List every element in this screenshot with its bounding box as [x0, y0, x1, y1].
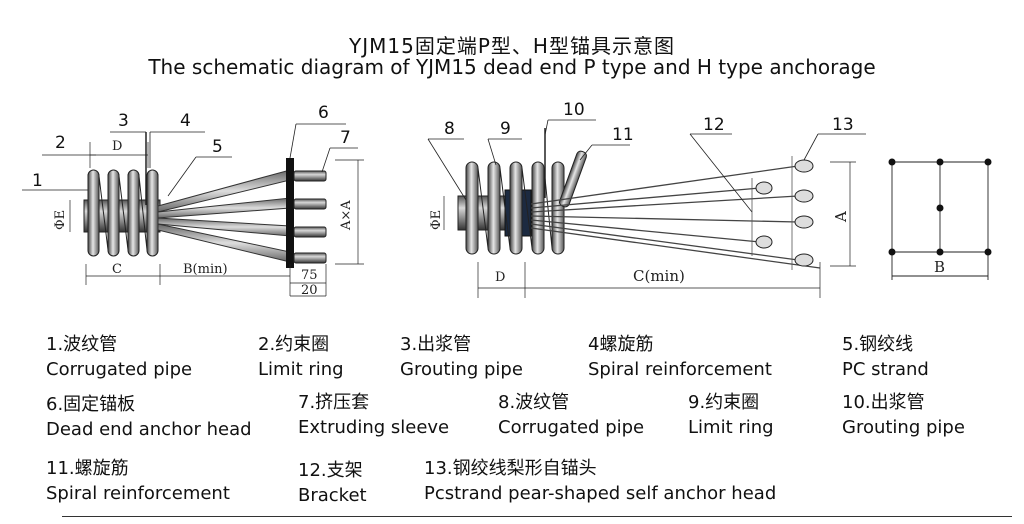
legend-item-7: 7.挤压套 Extruding sleeve: [298, 392, 450, 438]
dim-75: 75: [301, 268, 318, 283]
extruding-sleeves: [293, 170, 327, 264]
dim-20: 20: [301, 283, 318, 298]
title-chinese: YJM15固定端P型、H型锚具示意图: [349, 34, 675, 58]
legend-item-9: 9.约束圈 Limit ring: [688, 392, 774, 438]
callout-1: 1: [32, 171, 43, 191]
dim-b-right: B: [934, 258, 945, 276]
callout-2: 2: [55, 133, 66, 153]
dim-d-right: D: [495, 270, 505, 285]
legend-item-1: 1.波纹管 Corrugated pipe: [46, 334, 193, 380]
dim-phi-e-right: ΦE: [429, 210, 444, 230]
callout-11: 11: [612, 125, 634, 145]
callout-5: 5: [212, 137, 223, 157]
spiral-reinforcement-left: [87, 169, 159, 257]
dim-d-left: D: [112, 139, 122, 154]
callout-7: 7: [340, 128, 351, 148]
callout-6: 6: [318, 103, 329, 123]
pc-strands-left: [157, 169, 291, 263]
pear-shaped-anchor-heads: [755, 159, 814, 267]
legend-item-12: 12.支架 Bracket: [298, 460, 367, 506]
title-english: The schematic diagram of YJM15 dead end …: [148, 55, 876, 79]
callout-8: 8: [444, 119, 455, 139]
h-type-anchorage: [427, 119, 992, 298]
callout-10: 10: [563, 100, 585, 120]
legend-item-2: 2.约束圈 Limit ring: [258, 334, 344, 380]
bottom-divider: [62, 516, 1012, 517]
dim-phi-e-left: ΦE: [53, 210, 68, 230]
legend-item-4: 4螺旋筋 Spiral reinforcement: [588, 334, 772, 380]
callout-4: 4: [180, 111, 191, 131]
legend-item-3: 3.出浆管 Grouting pipe: [400, 334, 523, 380]
callout-12: 12: [703, 115, 725, 135]
legend-item-13: 13.钢绞线梨形自锚头 Pcstrand pear-shaped self an…: [424, 458, 777, 504]
dim-b-min: B(min): [183, 262, 228, 277]
legend-item-5: 5.钢绞线 PC strand: [842, 334, 929, 380]
dim-c-left: C: [112, 262, 122, 277]
dead-end-anchor-head: [286, 158, 294, 268]
pc-strands-right: [530, 165, 821, 269]
legend-item-8: 8.波纹管 Corrugated pipe: [498, 392, 645, 438]
callout-3: 3: [118, 111, 129, 131]
anchorage-schematic: 1 2 3 4 5 6 7 8 9 10 11 12 13 ΦE D C B(m…: [22, 100, 992, 298]
p-type-anchorage: [22, 123, 364, 297]
dim-a-right: A: [832, 211, 850, 223]
legend-item-11: 11.螺旋筋 Spiral reinforcement: [46, 458, 230, 504]
dim-c-min: C(min): [633, 267, 685, 285]
legend-item-6: 6.固定锚板 Dead end anchor head: [46, 394, 252, 440]
bracket-right: [559, 150, 587, 208]
dim-axa: A×A: [339, 200, 354, 231]
callout-13: 13: [832, 115, 854, 135]
callout-9: 9: [500, 119, 511, 139]
legend-item-10: 10.出浆管 Grouting pipe: [842, 392, 965, 438]
